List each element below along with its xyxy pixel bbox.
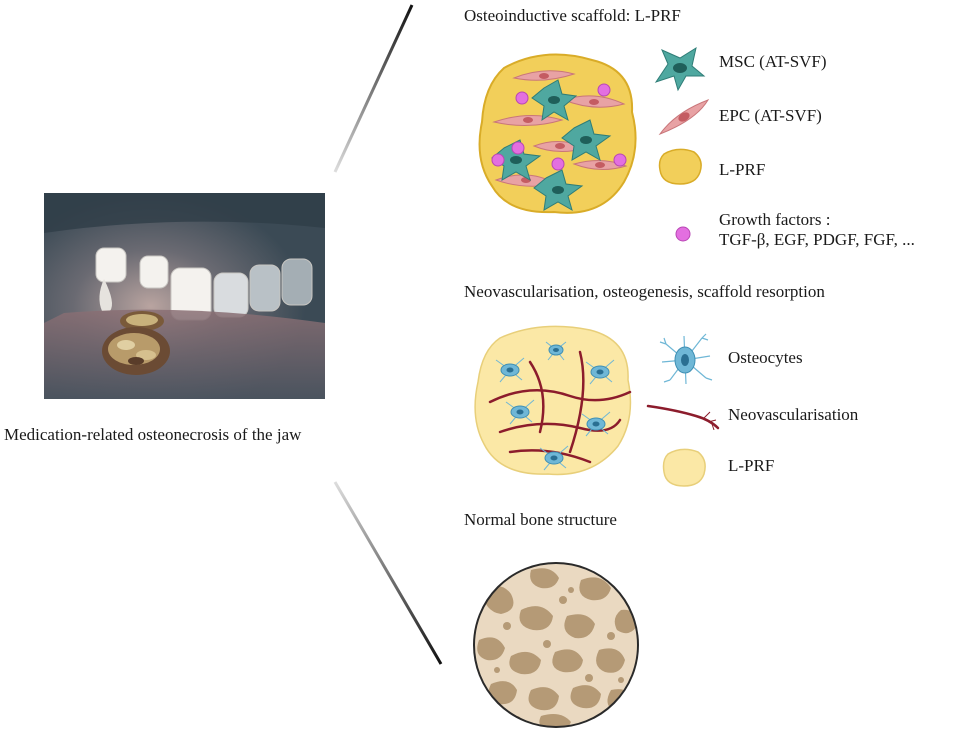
lprf-scaffold-illustration (474, 50, 644, 220)
lprf-pale-icon (660, 446, 708, 488)
legend-osteocytes-label: Osteocytes (728, 348, 803, 367)
connector-line-bottom (333, 481, 443, 665)
lprf-icon (656, 146, 704, 186)
legend-lprf-label: L-PRF (719, 160, 766, 179)
legend-msc-label: MSC (AT-SVF) (719, 52, 827, 71)
section2-title: Neovascularisation, osteogenesis, scaffo… (464, 282, 825, 301)
legend-growth-factors-title: Growth factors : (719, 210, 831, 229)
msc-icon (648, 44, 708, 94)
legend-growth-factors-list: TGF-β, EGF, PDGF, FGF, ... (719, 230, 915, 249)
photo-caption: Medication-related osteonecrosis of the … (4, 425, 302, 444)
growth-factor-icon (673, 224, 693, 244)
legend-lprf-pale-label: L-PRF (728, 456, 775, 475)
legend-neovascularisation-label: Neovascularisation (728, 405, 859, 424)
epc-icon (656, 96, 712, 138)
bone-structure-illustration (471, 560, 641, 730)
connector-line-top (333, 4, 414, 173)
section3-title: Normal bone structure (464, 510, 617, 529)
jaw-photo (44, 193, 325, 399)
legend-epc-label: EPC (AT-SVF) (719, 106, 822, 125)
section1-title: Osteoinductive scaffold: L-PRF (464, 6, 681, 25)
osteogenesis-illustration (470, 322, 640, 482)
neovascularisation-icon (646, 400, 722, 430)
osteocyte-icon (654, 332, 716, 388)
